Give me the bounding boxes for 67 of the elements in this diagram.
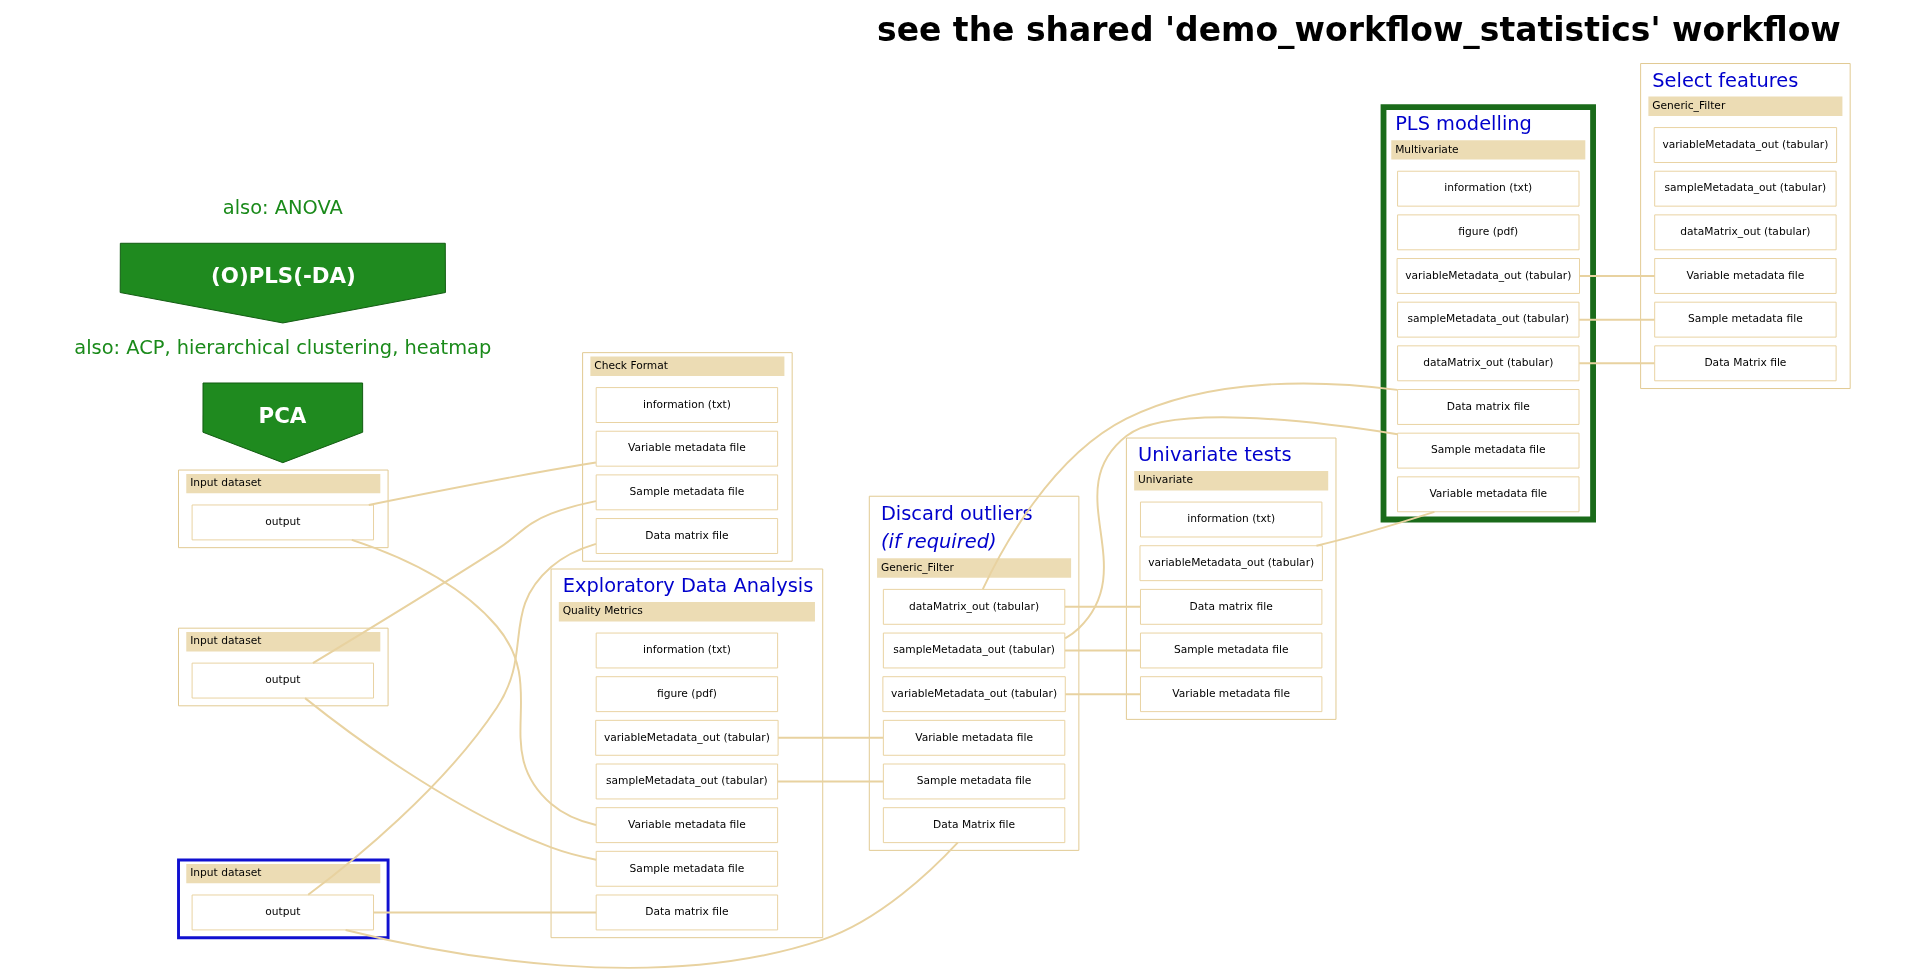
node-box: Data matrix file xyxy=(1139,588,1322,625)
label: (O)PLS(-DA) xyxy=(210,263,356,289)
node-box: Variable metadata file xyxy=(1139,676,1322,713)
node-box: output xyxy=(191,504,374,541)
label: also: ANOVA xyxy=(222,195,343,219)
node-box: Sample metadata file xyxy=(882,763,1065,800)
node-box: Sample metadata file xyxy=(1396,432,1579,469)
connector xyxy=(776,736,884,739)
node-box: Sample metadata file xyxy=(1139,632,1322,669)
node-box: Data Matrix file xyxy=(1653,345,1837,382)
connector xyxy=(981,382,1398,591)
node-box: Data matrix file xyxy=(1396,389,1579,425)
connector xyxy=(306,542,597,896)
node-box: Data Matrix file xyxy=(882,807,1065,844)
connector xyxy=(372,911,597,914)
connector xyxy=(344,841,959,969)
node-box: output xyxy=(191,662,374,699)
connector xyxy=(1063,693,1141,696)
node-box: Sample metadata file xyxy=(1653,301,1837,338)
node-box: Variable metadata file xyxy=(882,719,1065,756)
node-label: (if required) xyxy=(880,529,997,553)
node-label: Discard outliers xyxy=(880,501,1033,525)
node-box: variableMetadata_out (tabular) xyxy=(1653,127,1837,163)
node-box: variableMetadata_out (tabular) xyxy=(1396,258,1580,294)
node-box: Variable metadata file xyxy=(595,807,778,844)
node-box: Data matrix file xyxy=(595,518,778,554)
node-box: figure (pdf) xyxy=(1396,214,1579,251)
node-box: variableMetadata_out (tabular) xyxy=(881,676,1066,713)
node-box: Sample metadata file xyxy=(595,850,778,887)
connector xyxy=(1577,362,1655,365)
node-label: Exploratory Data Analysis xyxy=(562,574,813,598)
connector xyxy=(1577,318,1655,321)
node-label: PLS modelling xyxy=(1394,112,1532,136)
node-box: Sample metadata file xyxy=(595,474,778,511)
node-box: variableMetadata_out (tabular) xyxy=(594,719,779,756)
connector xyxy=(1063,605,1141,608)
connector xyxy=(350,538,597,826)
node-box: Variable metadata file xyxy=(595,430,778,467)
node-box: Data matrix file xyxy=(595,894,778,931)
node-box: dataMatrix_out (tabular) xyxy=(1396,345,1579,382)
node-box: information (txt) xyxy=(595,632,778,669)
node-box: Variable metadata file xyxy=(1396,476,1579,513)
node-box: Variable metadata file xyxy=(1653,258,1837,294)
node-box: information (txt) xyxy=(1139,501,1322,538)
node-label: Univariate tests xyxy=(1137,443,1292,467)
node-box: figure (pdf) xyxy=(595,676,778,713)
diagram-title: see the shared 'demo_workflow_statistics' workflow xyxy=(876,10,1841,50)
connector xyxy=(303,697,597,861)
connector xyxy=(1063,649,1141,652)
node-box: sampleMetadata_out (tabular) xyxy=(1653,170,1837,207)
connector xyxy=(1578,275,1656,277)
connector xyxy=(776,780,884,783)
connector xyxy=(367,461,597,506)
node-box: information (txt) xyxy=(595,387,778,423)
node-box: sampleMetadata_out (tabular) xyxy=(595,763,778,800)
connector xyxy=(1314,510,1435,547)
node-box: sampleMetadata_out (tabular) xyxy=(1396,301,1579,338)
node-label: Select features xyxy=(1651,68,1798,92)
node-box: dataMatrix_out (tabular) xyxy=(882,588,1065,625)
label: PCA xyxy=(258,403,306,429)
node-box: dataMatrix_out (tabular) xyxy=(1653,214,1837,251)
node-box: information (txt) xyxy=(1396,170,1579,207)
node-box: output xyxy=(191,894,374,931)
label: also: ACP, hierarchical clustering, heatmap xyxy=(73,335,491,359)
node-box: sampleMetadata_out (tabular) xyxy=(882,632,1065,669)
connector xyxy=(311,500,597,665)
node-box: variableMetadata_out (tabular) xyxy=(1139,545,1323,582)
